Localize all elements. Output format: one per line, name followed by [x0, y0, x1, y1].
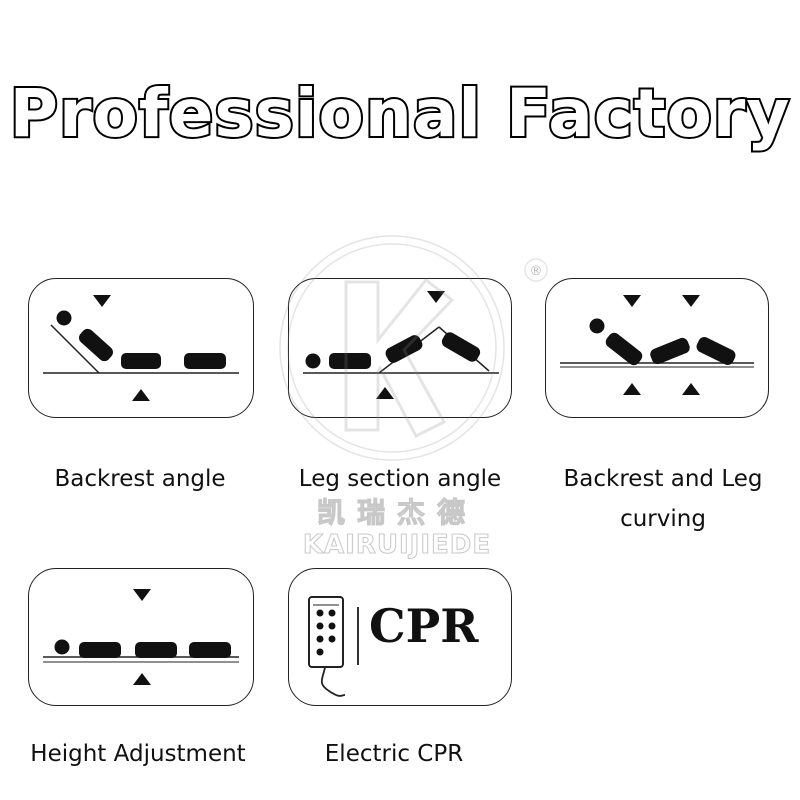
caption-leg-section-angle: Leg section angle: [298, 466, 502, 492]
height-adjustment-icon: [43, 589, 239, 685]
page-title: Professional Factory: [8, 75, 792, 152]
remote-control-icon: [308, 596, 346, 697]
caption-backrest-leg-curving: Backrest and Leg curving: [563, 466, 763, 532]
caption-height-adjustment: Height Adjustment: [30, 741, 246, 767]
feature-card-backrest-leg-curving: [545, 278, 769, 418]
leg-section-angle-icon: [303, 291, 499, 399]
cpr-divider: [357, 607, 359, 665]
watermark-latin: KAIRUIJIEDE: [303, 530, 491, 560]
caption-electric-cpr: Electric CPR: [324, 741, 464, 767]
backrest-leg-curving-icon: [560, 295, 754, 395]
backrest-angle-icon: [43, 295, 239, 401]
watermark-chinese: 凯瑞杰德: [317, 496, 477, 529]
cpr-label: CPR: [369, 599, 479, 653]
feature-card-height-adjustment: [28, 568, 254, 706]
feature-card-leg-section-angle: [288, 278, 512, 418]
watermark-registered: ®: [530, 264, 543, 279]
caption-backrest-angle: Backrest angle: [54, 466, 226, 492]
feature-card-electric-cpr: CPR: [288, 568, 512, 706]
feature-card-backrest-angle: [28, 278, 254, 418]
